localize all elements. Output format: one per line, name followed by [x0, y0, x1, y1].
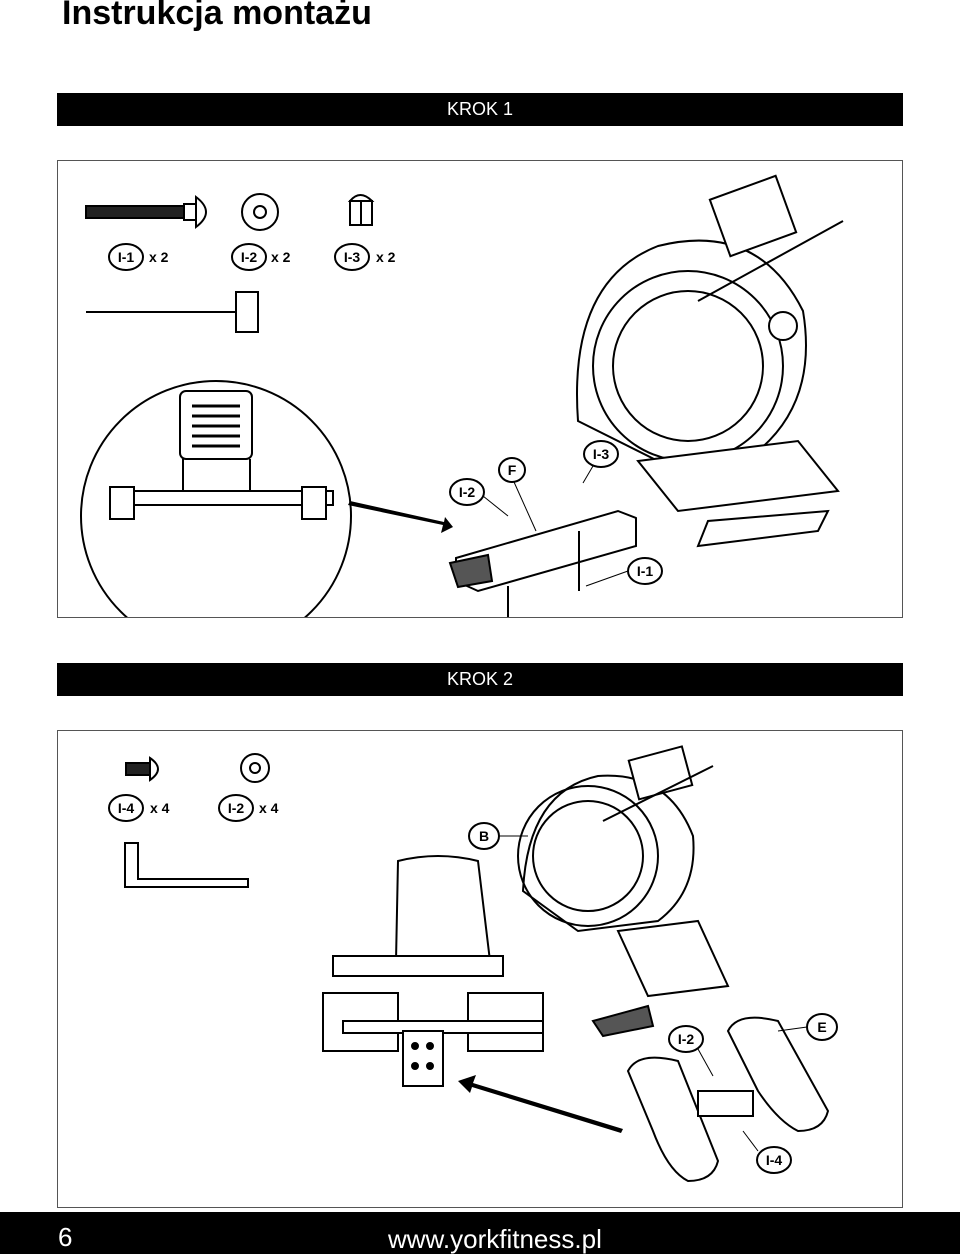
part-qty-i2: x 4: [259, 800, 279, 816]
part-label-i4: I-4: [118, 800, 135, 816]
part-qty-i3: x 2: [376, 249, 396, 265]
callout-frame: F: [508, 462, 517, 478]
step1-header-label: KROK 1: [446, 99, 513, 119]
rower-flywheel-icon: [576, 174, 844, 548]
assembly-arrow-icon: [458, 1075, 623, 1133]
step1-illustration: I-1 x 2 I-2 x 2 I-3 x 2: [80, 174, 844, 617]
step2-header: KROK 2: [57, 663, 903, 696]
callout-bolt: I-1: [637, 563, 654, 579]
website-link[interactable]: www.yorkfitness.pl: [388, 1224, 602, 1254]
callout-pedal: E: [817, 1019, 826, 1035]
part-qty-i2: x 2: [271, 249, 291, 265]
step1-header: KROK 1: [57, 93, 903, 126]
bolt-i1-icon: [85, 194, 207, 230]
step2-header-label: KROK 2: [446, 669, 513, 689]
page-title: Instrukcja montażu: [62, 0, 372, 32]
part-label-i2: I-2: [228, 800, 245, 816]
washer-i2-icon: [241, 193, 279, 231]
rower-flywheel-icon: [517, 745, 730, 1038]
callout-rail: B: [479, 828, 489, 844]
callout-nut: I-3: [593, 446, 610, 462]
callout-washer: I-2: [459, 484, 476, 500]
part-label-i1: I-1: [118, 249, 135, 265]
step1-panel: I-1 x 2 I-2 x 2 I-3 x 2: [57, 160, 903, 618]
washer-i2-icon: [240, 753, 270, 783]
rower-rear-view-icon: [322, 855, 544, 1087]
screwdriver-icon: [86, 291, 259, 333]
page-number: 6: [58, 1222, 73, 1252]
callout-washer: I-2: [678, 1031, 695, 1047]
foot-pedals-icon: [626, 1016, 830, 1183]
front-stabilizer-icon: [448, 509, 637, 617]
cap-nut-i3-icon: [347, 194, 375, 226]
part-label-i2: I-2: [241, 249, 258, 265]
allen-key-icon: [124, 842, 249, 888]
part-qty-i1: x 2: [149, 249, 169, 265]
detail-zoom-circle: [80, 380, 352, 617]
step2-panel: I-4 x 4 I-2 x 4: [57, 730, 903, 1208]
part-qty-i4: x 4: [150, 800, 170, 816]
bolt-i4-icon: [125, 756, 159, 782]
assembly-arrow-icon: [348, 501, 453, 533]
page-footer: 6 www.yorkfitness.pl: [0, 1212, 960, 1254]
step2-illustration: I-4 x 4 I-2 x 4: [108, 745, 838, 1183]
part-label-i3: I-3: [344, 249, 361, 265]
callout-bolt: I-4: [766, 1152, 783, 1168]
